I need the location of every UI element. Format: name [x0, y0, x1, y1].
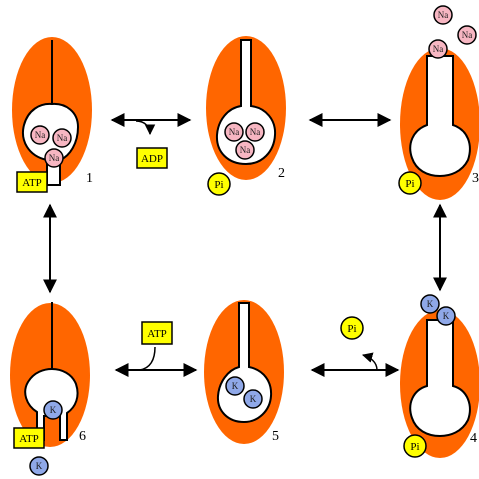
- phosphate: Pi: [207, 172, 231, 196]
- sodium-ion-label: Na: [49, 153, 60, 163]
- sodium-ion-label: Na: [250, 127, 261, 137]
- pump-state-3: Na Na Na Pi 3: [398, 5, 479, 200]
- step-number-6: 6: [79, 429, 86, 444]
- pump-state-1: Na Na Na ATP 1: [12, 37, 93, 193]
- potassium-ion-label: K: [250, 394, 257, 404]
- phosphate: Pi: [398, 171, 422, 195]
- sodium-ion: Na: [44, 148, 64, 168]
- sodium-ion-label: Na: [57, 133, 68, 143]
- phosphate: Pi: [340, 316, 364, 340]
- sodium-ion: Na: [235, 140, 255, 160]
- sodium-ion-label: Na: [433, 44, 444, 54]
- adp-box: ADP: [136, 147, 168, 169]
- potassium-ion-label: K: [50, 405, 57, 415]
- pump-channel-4: [409, 319, 471, 438]
- potassium-ion-label: K: [443, 311, 450, 321]
- potassium-ion-label: K: [427, 299, 434, 309]
- potassium-ion: K: [420, 294, 440, 314]
- atp-label: ATP: [22, 177, 42, 189]
- pump-state-6: K ATP K 6: [10, 302, 90, 476]
- atp-box: ATP: [141, 321, 173, 345]
- sodium-ion-label: Na: [438, 10, 449, 20]
- step-number-3: 3: [472, 171, 479, 186]
- potassium-ion: K: [29, 456, 49, 476]
- transition-arrows: [43, 113, 447, 377]
- phosphate-label: Pi: [214, 179, 223, 191]
- sodium-ion-label: Na: [35, 130, 46, 140]
- phosphate-label: Pi: [347, 323, 356, 335]
- pump-state-5: K K 5: [204, 300, 284, 444]
- potassium-ion: K: [243, 389, 263, 409]
- adp-label: ADP: [141, 153, 163, 165]
- sodium-ion: Na: [428, 39, 448, 59]
- step-number-1: 1: [86, 171, 93, 186]
- atp-box: ATP: [16, 171, 48, 193]
- pump-state-4: K K Pi 4: [400, 294, 479, 458]
- sodium-ion: Na: [433, 5, 453, 25]
- atp-label: ATP: [19, 433, 39, 445]
- phosphate-label: Pi: [405, 178, 414, 190]
- pi-release-curve: [361, 352, 378, 371]
- potassium-ion: K: [43, 400, 63, 420]
- step-number-5: 5: [272, 429, 279, 444]
- atp-binding-curve: [139, 346, 156, 371]
- potassium-ion: K: [436, 306, 456, 326]
- sodium-ion: Na: [457, 25, 477, 45]
- sodium-ion: Na: [224, 122, 244, 142]
- phosphate: Pi: [403, 434, 427, 458]
- atp-box: ATP: [13, 427, 45, 449]
- potassium-ion-label: K: [36, 461, 43, 471]
- adp-release-curve: [135, 120, 156, 136]
- sodium-ion-label: Na: [240, 145, 251, 155]
- sodium-ion: Na: [30, 125, 50, 145]
- atp-label: ATP: [147, 328, 167, 340]
- sodium-ion: Na: [245, 122, 265, 142]
- step-number-2: 2: [278, 166, 285, 181]
- potassium-ion-label: K: [232, 381, 239, 391]
- phosphate-label: Pi: [410, 441, 419, 453]
- sodium-ion: Na: [52, 128, 72, 148]
- pump-state-2: Na Na Na Pi 2: [206, 36, 286, 196]
- step-number-4: 4: [470, 431, 477, 446]
- pump-channel-3: [409, 55, 471, 178]
- sodium-ion-label: Na: [462, 30, 473, 40]
- sodium-ion-label: Na: [229, 127, 240, 137]
- potassium-ion: K: [225, 376, 245, 396]
